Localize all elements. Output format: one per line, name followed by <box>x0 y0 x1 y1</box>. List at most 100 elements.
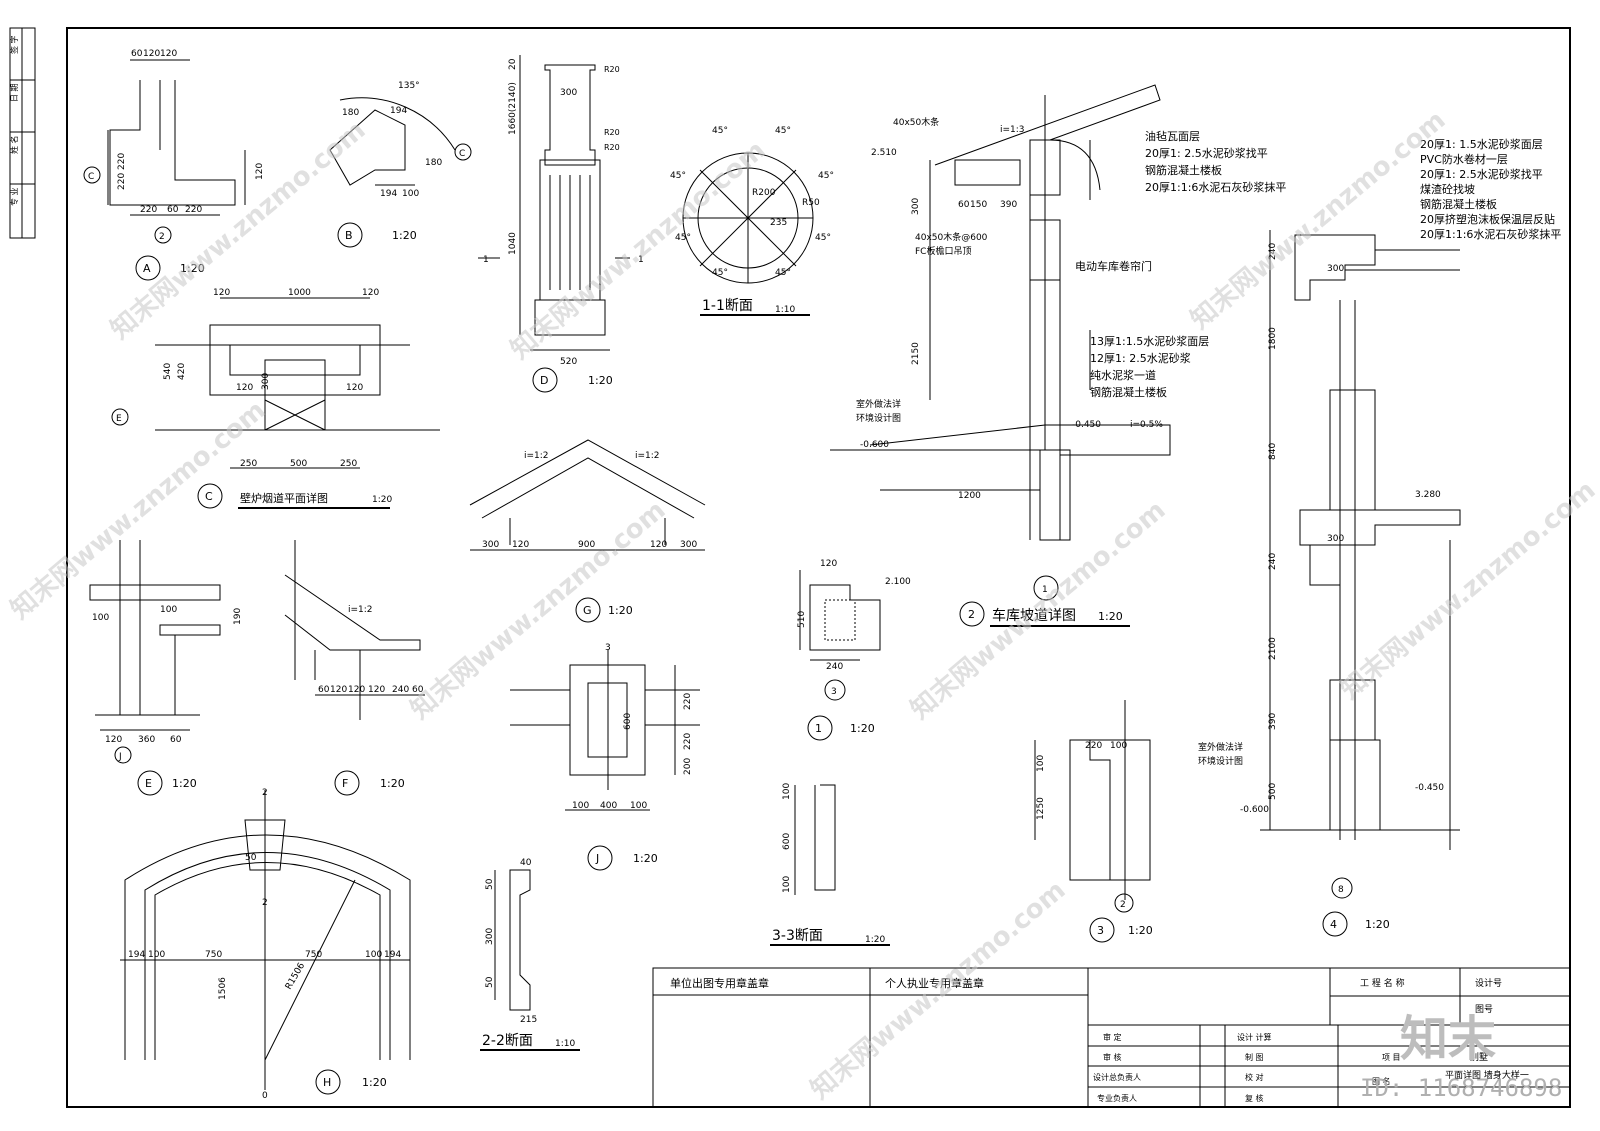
detail-c <box>111 297 440 509</box>
dim-h-cut1: 2 <box>262 788 268 798</box>
ref-c: E <box>116 414 122 424</box>
note-s4-5: 钢筋混凝土楼板 <box>1420 197 1497 211</box>
dim-car-4: 390 <box>1000 200 1017 210</box>
watermark-7: 知末网www.znzmo.com <box>805 875 1071 1105</box>
ref-s4: 8 <box>1338 885 1344 895</box>
watermark-6: 知末网www.znzmo.com <box>1185 105 1451 335</box>
side-label-4: 签 字 <box>9 35 19 54</box>
dim-s4-2: 1800 <box>1268 327 1278 350</box>
dim-g-2: 120 <box>512 540 529 550</box>
dim-s3-2: 100 <box>1110 741 1127 751</box>
dim-s3-1: 220 <box>1085 741 1102 751</box>
slope-g-l: i=1:2 <box>524 451 549 461</box>
angle-3: 45° <box>670 171 686 181</box>
tb-role2-3: 校 对 <box>1245 1072 1264 1082</box>
detail-4-wall-section <box>1260 230 1461 937</box>
angle-7: 45° <box>712 268 728 278</box>
tag-d: D <box>540 374 548 387</box>
side-label-1: 专 业 <box>9 187 19 206</box>
scale-h: 1:20 <box>362 1076 387 1089</box>
tag-g: G <box>583 604 592 617</box>
dim-c-1: 120 <box>213 288 230 298</box>
dim-s4-1: 240 <box>1268 243 1278 260</box>
dim-e-4: 120 <box>105 735 122 745</box>
scale-s4: 1:20 <box>1365 918 1390 931</box>
dim-r50: R50 <box>802 198 820 208</box>
image-id: ID: 1168746898 <box>1360 1074 1562 1102</box>
scale-f: 1:20 <box>380 777 405 790</box>
dim-s22-2: 50 <box>485 878 495 890</box>
tag-s3: 3 <box>1097 924 1104 937</box>
section-1-1 <box>682 152 814 316</box>
dim-s4-300b: 300 <box>1327 534 1344 544</box>
dim-f-2: 120 <box>330 685 347 695</box>
scale-d: 1:20 <box>588 374 613 387</box>
note-car-roof-4: 20厚1:1:6水泥石灰砂浆抹平 <box>1145 180 1286 194</box>
angle-6: 45° <box>815 233 831 243</box>
dim-c-9: 250 <box>240 459 257 469</box>
tb-drawing-name-label: 图 名 <box>1372 1076 1391 1086</box>
label-car-1: 40x50木条 <box>893 116 939 128</box>
dim-c-10: 500 <box>290 459 307 469</box>
dim-g-4: 120 <box>650 540 667 550</box>
label-car-3: 2.510 <box>871 148 897 158</box>
detail-g <box>469 439 706 623</box>
dim-b-angle: 135° <box>398 81 420 91</box>
angle-5: 45° <box>675 233 691 243</box>
scale-b: 1:20 <box>392 229 417 242</box>
dim-h-1: 50 <box>245 853 257 863</box>
side-label-3: 日 期 <box>10 83 19 102</box>
label-car-2: i=1:3 <box>1000 125 1025 135</box>
scale-e: 1:20 <box>172 777 197 790</box>
detail-3-wall <box>1034 700 1151 943</box>
ref-a: C <box>88 172 94 182</box>
tag-e: E <box>145 777 152 790</box>
tag-s1: 1 <box>815 722 822 735</box>
section-2-2 <box>480 869 580 1051</box>
tag-car: 2 <box>968 608 975 621</box>
angle-8: 45° <box>775 268 791 278</box>
note-car-roof-3: 钢筋混凝土楼板 <box>1145 163 1222 177</box>
dim-h-7: 194 <box>384 950 401 960</box>
dim-f-1: 60 <box>318 685 330 695</box>
scale-g: 1:20 <box>608 604 633 617</box>
tb-drawing-no: 图号 <box>1475 1004 1493 1015</box>
dim-car-6: 1200 <box>958 491 981 501</box>
dim-j-6: 400 <box>600 801 617 811</box>
dim-a-5: 220 <box>117 173 127 190</box>
title-car: 车库坡道详图 <box>992 607 1076 624</box>
tag-f: F <box>342 777 348 790</box>
dim-c-2: 1000 <box>288 288 311 298</box>
label-car-8: 环境设计图 <box>856 412 901 424</box>
dim-g-5: 300 <box>680 540 697 550</box>
dim-c-4: 540 <box>163 363 173 380</box>
ref-s3: 2 <box>1120 900 1126 910</box>
tb-role-2: 审 核 <box>1103 1052 1122 1062</box>
note-s4-3: 20厚1: 2.5水泥砂浆找平 <box>1420 167 1543 181</box>
logo-zhimo: 知末 <box>1400 1011 1496 1067</box>
angle-4: 45° <box>818 171 834 181</box>
detail-j <box>510 650 700 871</box>
scale-s33: 1:20 <box>865 935 885 945</box>
tb-drawing-name: 平面详图 墙身大样一 <box>1445 1069 1529 1081</box>
tb-project-name: 工 程 名 称 <box>1360 977 1405 989</box>
watermark-5: 知末网www.znzmo.com <box>905 495 1171 725</box>
dim-j-4: 200 <box>683 758 693 775</box>
note-car-roof-2: 20厚1: 2.5水泥砂浆找平 <box>1145 146 1268 160</box>
dim-h-8: 1506 <box>218 977 228 1000</box>
detail-b <box>329 97 472 248</box>
dim-235: 235 <box>770 218 787 228</box>
note-car-floor-1: 13厚1:1.5水泥砂浆面层 <box>1090 334 1209 348</box>
dim-h-2: 194 <box>128 950 145 960</box>
dim-a-3: 120 <box>160 49 177 59</box>
label-car-7: 室外做法详 <box>856 398 901 410</box>
title-s33: 3-3断面 <box>772 928 823 944</box>
dim-f-6: 60 <box>412 685 424 695</box>
sub-a: 2 <box>159 232 165 242</box>
dim-g-3: 900 <box>578 540 595 550</box>
dim-c-3: 120 <box>362 288 379 298</box>
dim-s4-4: 240 <box>1268 553 1278 570</box>
label-car-10: -0.450 <box>1072 420 1101 430</box>
dim-b-5: 100 <box>402 189 419 199</box>
stamp-personal: 个人执业专用章盖章 <box>885 976 984 990</box>
